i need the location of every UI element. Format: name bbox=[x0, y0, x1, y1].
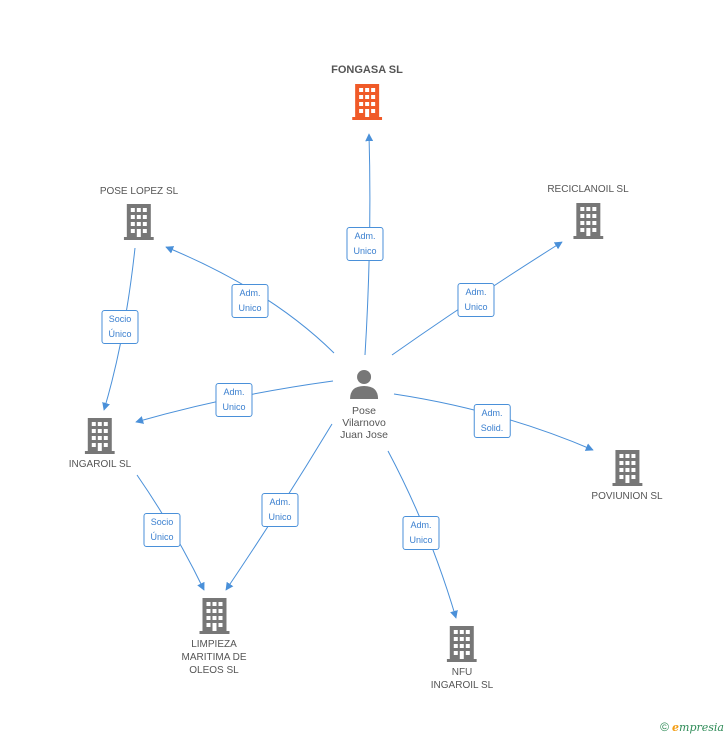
node-fongasa-label: FONGASA SL bbox=[331, 64, 403, 76]
building-icon bbox=[198, 598, 229, 634]
building-icon bbox=[572, 203, 603, 239]
edge-label-ingaroil-limpieza: Socio Único bbox=[143, 513, 181, 547]
edge-label-fongasa: Adm. Unico bbox=[346, 227, 384, 261]
edge-label-pose-ingaroil: Socio Único bbox=[101, 310, 139, 344]
node-reciclanoil-label: RECICLANOIL SL bbox=[547, 184, 629, 195]
node-nfu-label: NFU INGAROIL SL bbox=[430, 667, 494, 691]
node-nfu[interactable]: NFU INGAROIL SL bbox=[431, 626, 493, 692]
node-ingaroil-label: INGAROIL SL bbox=[68, 459, 132, 470]
edge-label-reciclanoil: Adm. Unico bbox=[457, 283, 495, 317]
node-limpieza-label: LIMPIEZA MARITIMA DE OLEOS SL bbox=[181, 639, 247, 676]
edge-label-ingaroil: Adm. Unico bbox=[215, 383, 253, 417]
edge-label-pose-lopez: Adm. Unico bbox=[231, 284, 269, 318]
person-icon bbox=[350, 370, 378, 399]
empresia-logo-text: mpresia bbox=[679, 721, 724, 734]
node-person-label: Pose Vilarnovo Juan Jose bbox=[340, 405, 388, 441]
node-limpieza[interactable]: LIMPIEZA MARITIMA DE OLEOS SL bbox=[181, 598, 247, 677]
node-person[interactable]: Pose Vilarnovo Juan Jose bbox=[340, 369, 388, 441]
building-icon bbox=[352, 84, 382, 120]
node-poviunion[interactable]: POVIUNION SL bbox=[591, 450, 663, 503]
building-icon bbox=[611, 450, 642, 486]
building-icon bbox=[447, 626, 477, 662]
edge-label-nfu: Adm. Unico bbox=[402, 516, 440, 550]
node-poviunion-label: POVIUNION SL bbox=[591, 491, 663, 502]
empresia-logo-initial: e bbox=[672, 721, 680, 734]
building-icon bbox=[124, 204, 154, 240]
copyright-icon: © bbox=[660, 720, 669, 734]
building-icon bbox=[85, 418, 115, 454]
node-fongasa[interactable]: FONGASA SL bbox=[331, 64, 403, 120]
edge-label-poviunion: Adm. Solid. bbox=[473, 404, 511, 438]
footer-brand[interactable]: © empresia bbox=[660, 720, 724, 734]
node-ingaroil[interactable]: INGAROIL SL bbox=[69, 418, 131, 471]
node-pose-lopez-label: POSE LOPEZ SL bbox=[99, 186, 179, 197]
node-pose-lopez[interactable]: POSE LOPEZ SL bbox=[100, 186, 178, 240]
edge-label-limpieza: Adm. Unico bbox=[261, 493, 299, 527]
node-reciclanoil[interactable]: RECICLANOIL SL bbox=[547, 184, 629, 239]
